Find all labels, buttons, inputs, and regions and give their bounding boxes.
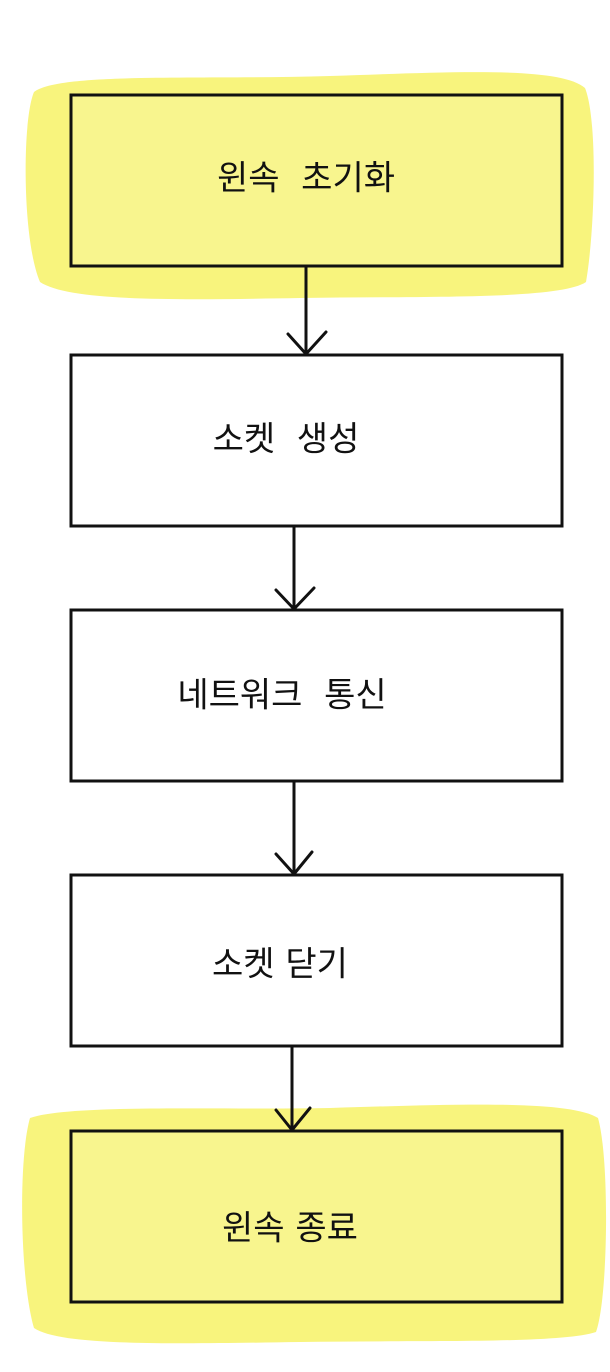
step-label-winsock-end: 윈속 종료 — [222, 1209, 358, 1249]
step-box-socket-close — [69, 873, 564, 1048]
step-label-network-comm: 네트워크 통신 — [177, 676, 386, 716]
step-label-socket-close: 소켓 닫기 — [212, 945, 348, 985]
arrow-3 — [274, 779, 314, 876]
step-box-socket-create — [69, 353, 564, 528]
step-label-winsock-init: 윈속 초기화 — [217, 159, 395, 199]
step-label-socket-create: 소켓 생성 — [213, 420, 360, 460]
step-box-winsock-end — [69, 1129, 564, 1304]
step-box-network-comm — [69, 608, 564, 783]
arrow-2 — [274, 524, 316, 611]
step-box-winsock-init — [69, 93, 564, 268]
